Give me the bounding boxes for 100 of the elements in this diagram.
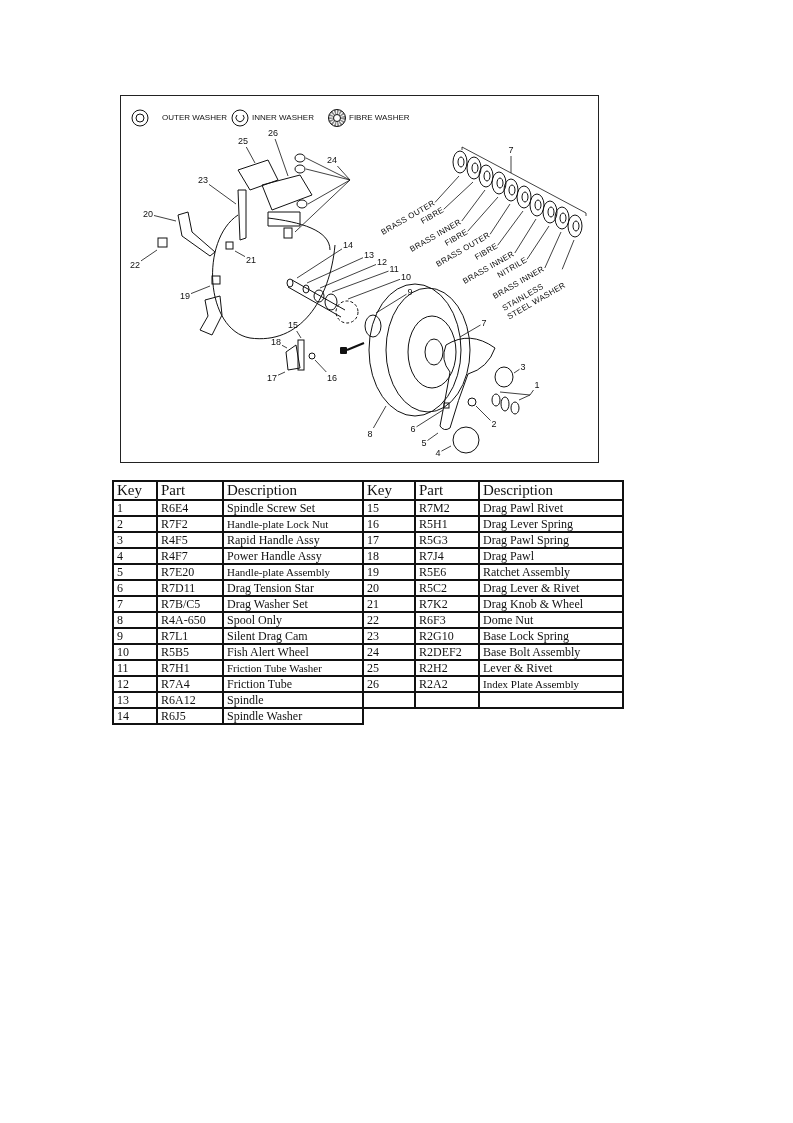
part-description: Drag Lever Spring [479,516,623,532]
part-description: Drag Pawl [479,548,623,564]
leader-line [461,189,486,222]
callout-number: 4 [435,448,441,458]
key-number: 7 [113,596,157,612]
callout-number: 7 [508,145,514,155]
leader-line [467,196,499,232]
leader-line [443,181,474,210]
leader-line [319,264,377,289]
leader-line [281,344,288,349]
part-description: Rapid Handle Assy [223,532,363,548]
leader-line [190,285,211,294]
leader-line [544,231,562,269]
leader-line [441,445,452,452]
column-header: Key [113,481,157,500]
callout-number: 22 [130,260,140,270]
key-number: 4 [113,548,157,564]
leader-line [296,248,343,279]
leader-line [497,210,524,246]
key-number: 15 [363,500,415,516]
leader-line [234,250,246,257]
part-number: R7D11 [157,580,223,596]
part-number: R7J4 [415,548,479,564]
part-number: R7H1 [157,660,223,676]
part-number: R7M2 [415,500,479,516]
leader-line [294,157,351,233]
part-number: R2H2 [415,660,479,676]
part-description: Spindle Washer [223,708,363,724]
leader-line [306,257,364,284]
key-number: 16 [363,516,415,532]
part-number: R4A-650 [157,612,223,628]
leader-line [153,215,177,222]
part-number: R2DEF2 [415,644,479,660]
key-number: 13 [113,692,157,708]
leader-line [526,225,550,260]
column-header: Key [363,481,415,500]
part-number: R4F5 [157,532,223,548]
part-number: R4F7 [157,548,223,564]
key-number: 8 [113,612,157,628]
key-number: 11 [113,660,157,676]
leader-line [347,278,401,300]
legend-label: INNER WASHER [252,113,314,122]
key-number: 14 [113,708,157,724]
part-description: Drag Pawl Spring [479,532,623,548]
part-description: Handle-plate Assembly [223,564,363,580]
leader-line [561,239,575,270]
part-number: R7K2 [415,596,479,612]
part-description: Dome Nut [479,612,623,628]
part-description: Drag Pawl Rivet [479,500,623,516]
part-number: R2A2 [415,676,479,692]
part-number: R7B/C5 [157,596,223,612]
part-description: Drag Knob & Wheel [479,596,623,612]
leader-line [375,293,407,314]
key-number: 3 [113,532,157,548]
key-number: 18 [363,548,415,564]
column-header: Description [479,481,623,500]
legend-label: OUTER WASHER [162,113,228,122]
leader-line [513,368,520,374]
column-header: Description [223,481,363,500]
callout-number: 25 [238,136,248,146]
part-description: Base Lock Spring [479,628,623,644]
key-number: 21 [363,596,415,612]
part-description: Lever & Rivet [479,660,623,676]
leader-line [208,184,237,205]
key-number: 26 [363,676,415,692]
leader-line [461,146,587,217]
part-number: R2G10 [415,628,479,644]
key-number: 6 [113,580,157,596]
leader-line [277,371,286,376]
leader-line [459,324,481,338]
part-description: Index Plate Assembly [479,676,623,692]
key-number: 20 [363,580,415,596]
part-number: R6F3 [415,612,479,628]
key-number: 19 [363,564,415,580]
part-description: Drag Lever & Rivet [479,580,623,596]
legend-label: FIBRE WASHER [349,113,410,122]
part-description: Drag Washer Set [223,596,363,612]
part-description: Ratchet Assembly [479,564,623,580]
part-description: Spindle [223,692,363,708]
callout-number: 26 [268,128,278,138]
leader-line [489,203,511,235]
column-header: Part [415,481,479,500]
leader-line [140,249,158,262]
leader-line [373,405,387,429]
part-description: Friction Tube [223,676,363,692]
part-number: R5G3 [415,532,479,548]
key-number: 1 [113,500,157,516]
part-description: Handle-plate Lock Nut [223,516,363,532]
part-number: R7F2 [157,516,223,532]
key-number: 10 [113,644,157,660]
key-number: 9 [113,628,157,644]
part-number: R5E6 [415,564,479,580]
leader-line [274,138,289,177]
key-number: 17 [363,532,415,548]
key-number: 2 [113,516,157,532]
part-number: R5H1 [415,516,479,532]
leader-line [314,359,327,373]
part-description: Drag Tension Star [223,580,363,596]
part-description: Spool Only [223,612,363,628]
key-number: 25 [363,660,415,676]
